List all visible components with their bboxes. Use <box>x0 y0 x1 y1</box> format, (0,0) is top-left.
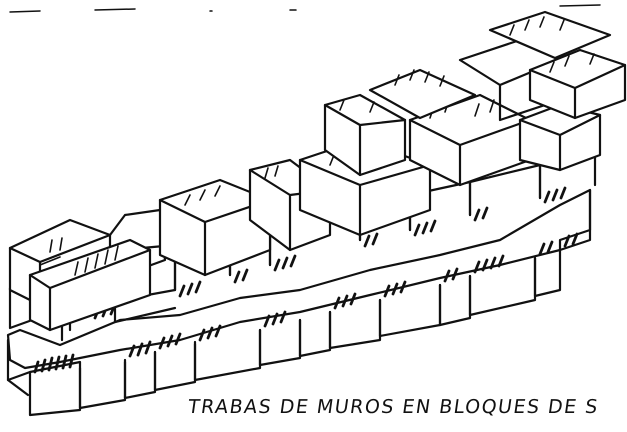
top-edge-marks <box>9 4 601 13</box>
wall-top-right <box>458 10 627 122</box>
wall-center <box>298 68 602 237</box>
figure-caption: TRABAS DE MUROS EN BLOQUES DE S <box>186 396 601 418</box>
wall-bottom-course <box>6 188 592 417</box>
